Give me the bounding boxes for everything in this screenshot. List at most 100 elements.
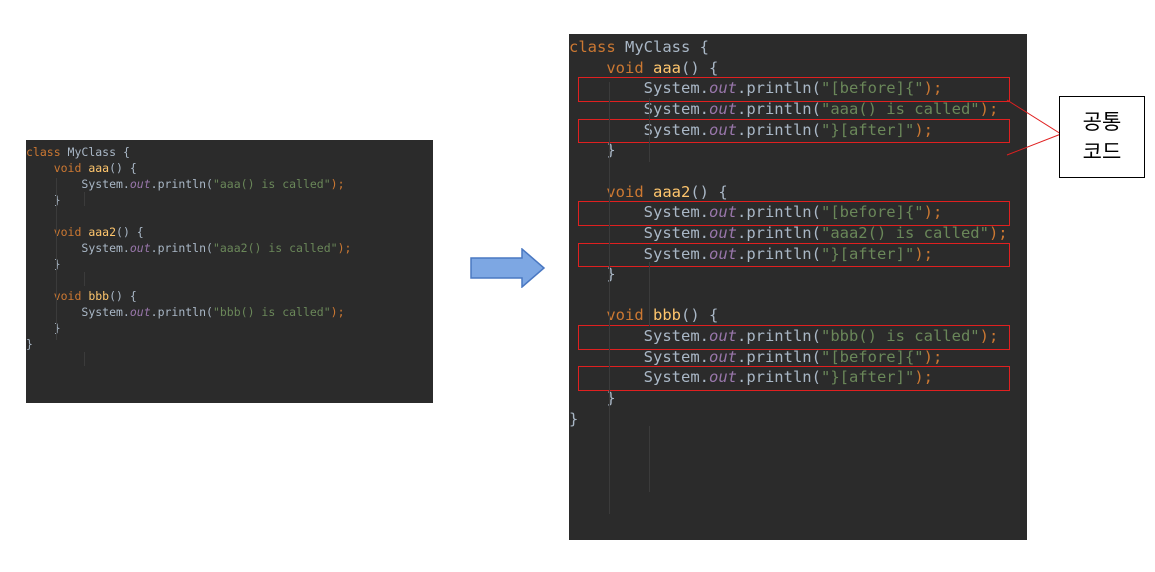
code-token: } xyxy=(606,389,616,408)
code-line: System.out.println("bbb() is called"); xyxy=(569,326,999,346)
code-token: System. xyxy=(81,305,130,319)
code-token: .println( xyxy=(736,368,821,387)
code-line: class MyClass { xyxy=(569,37,709,57)
code-token: .println( xyxy=(150,241,213,255)
code-token: { xyxy=(699,38,709,56)
common-code-annotation: 공통 코드 xyxy=(1059,96,1145,178)
code-token: System. xyxy=(643,79,709,98)
code-token: "}[after]" xyxy=(820,244,915,263)
code-token: .println( xyxy=(736,99,821,118)
code-token: bbb xyxy=(88,289,110,303)
code-token: aaa2 xyxy=(88,225,117,239)
code-token: out xyxy=(129,241,151,255)
indent-guide xyxy=(84,192,85,206)
code-token: System. xyxy=(643,368,709,387)
code-line: System.out.println("aaa2() is called"); xyxy=(569,223,1008,243)
highlight-box xyxy=(578,325,1010,350)
code-line: System.out.println("}[after]"); xyxy=(569,367,933,387)
code-token: ); xyxy=(988,223,1008,242)
code-token: ); xyxy=(979,99,999,118)
code-line: } xyxy=(26,336,33,352)
code-token: ); xyxy=(979,327,999,346)
annotation-connector xyxy=(1006,99,1062,156)
code-token: out xyxy=(708,223,737,242)
code-token: out xyxy=(708,347,737,366)
highlight-box xyxy=(578,118,1010,144)
annotation-line-2: 코드 xyxy=(1082,140,1122,164)
code-token: MyClass xyxy=(67,145,123,159)
code-token: aaa xyxy=(88,161,110,175)
code-line: void bbb() { xyxy=(26,288,137,304)
code-token: System. xyxy=(81,241,130,255)
code-token: out xyxy=(708,79,737,98)
code-line: void bbb() { xyxy=(569,305,718,325)
code-token: .println( xyxy=(736,347,821,366)
code-token: () { xyxy=(116,225,144,239)
code-token: ); xyxy=(923,347,943,366)
code-token: "[before]{" xyxy=(820,347,924,366)
highlight-box xyxy=(578,242,1010,268)
code-token: bbb xyxy=(653,306,681,325)
code-token: () { xyxy=(681,58,719,77)
code-line: } xyxy=(26,320,61,336)
code-token: out xyxy=(708,203,737,222)
code-token: "aaa2() is called" xyxy=(820,223,989,242)
right-arrow-icon xyxy=(470,248,546,288)
code-token: () { xyxy=(681,306,719,325)
code-token: .println( xyxy=(150,305,213,319)
code-token: System. xyxy=(643,203,709,222)
original-code-panel: class MyClass { void aaa() { System.out.… xyxy=(26,140,433,403)
code-line: void aaa2() { xyxy=(26,224,144,240)
code-token: void xyxy=(53,225,89,239)
code-line: System.out.println("aaa2() is called"); xyxy=(26,240,351,256)
code-token: .println( xyxy=(736,244,821,263)
code-token: "[before]{" xyxy=(820,203,924,222)
code-token: out xyxy=(708,244,737,263)
code-token: } xyxy=(26,337,33,351)
code-token: void xyxy=(606,182,653,201)
code-token: .println( xyxy=(150,177,213,191)
code-token: class xyxy=(26,145,68,159)
highlight-box xyxy=(578,366,1010,392)
code-token: ); xyxy=(923,79,943,98)
code-line: System.out.println("[before]{"); xyxy=(569,202,943,222)
code-token: void xyxy=(606,306,653,325)
indent-guide xyxy=(84,272,85,286)
code-token: } xyxy=(569,409,579,428)
code-token: } xyxy=(606,141,616,160)
code-token: "[before]{" xyxy=(820,79,924,98)
code-token: out xyxy=(708,327,737,346)
code-line: System.out.println("aaa() is called"); xyxy=(569,99,999,119)
code-token: void xyxy=(53,289,89,303)
code-token: } xyxy=(53,193,61,207)
code-token: ); xyxy=(923,203,943,222)
code-token: .println( xyxy=(736,79,821,98)
code-token: out xyxy=(129,177,151,191)
code-token: out xyxy=(708,120,737,139)
code-token: () { xyxy=(109,289,137,303)
code-line: void aaa2() { xyxy=(569,182,727,202)
indent-guide xyxy=(84,352,85,366)
code-line: void aaa() { xyxy=(569,58,718,78)
code-token: .println( xyxy=(736,327,821,346)
code-line: System.out.println("aaa() is called"); xyxy=(26,176,344,192)
code-token: System. xyxy=(643,223,709,242)
indent-guide xyxy=(609,82,610,514)
code-token: "}[after]" xyxy=(820,120,915,139)
code-line: } xyxy=(569,140,616,160)
code-token: System. xyxy=(643,120,709,139)
code-line: } xyxy=(569,388,616,408)
code-token: System. xyxy=(643,99,709,118)
code-token: "aaa() is called" xyxy=(820,99,980,118)
code-line: System.out.println("}[after]"); xyxy=(569,244,933,264)
code-line: System.out.println("bbb() is called"); xyxy=(26,304,344,320)
indent-guide xyxy=(649,426,650,492)
annotation-line-1: 공통 xyxy=(1082,110,1122,134)
indent-guide xyxy=(649,98,650,162)
code-token: } xyxy=(53,321,61,335)
code-line: class MyClass { xyxy=(26,144,130,160)
code-token: void xyxy=(606,58,653,77)
code-token: "aaa() is called" xyxy=(212,177,331,191)
code-token: ); xyxy=(914,244,933,263)
code-token: System. xyxy=(643,347,709,366)
